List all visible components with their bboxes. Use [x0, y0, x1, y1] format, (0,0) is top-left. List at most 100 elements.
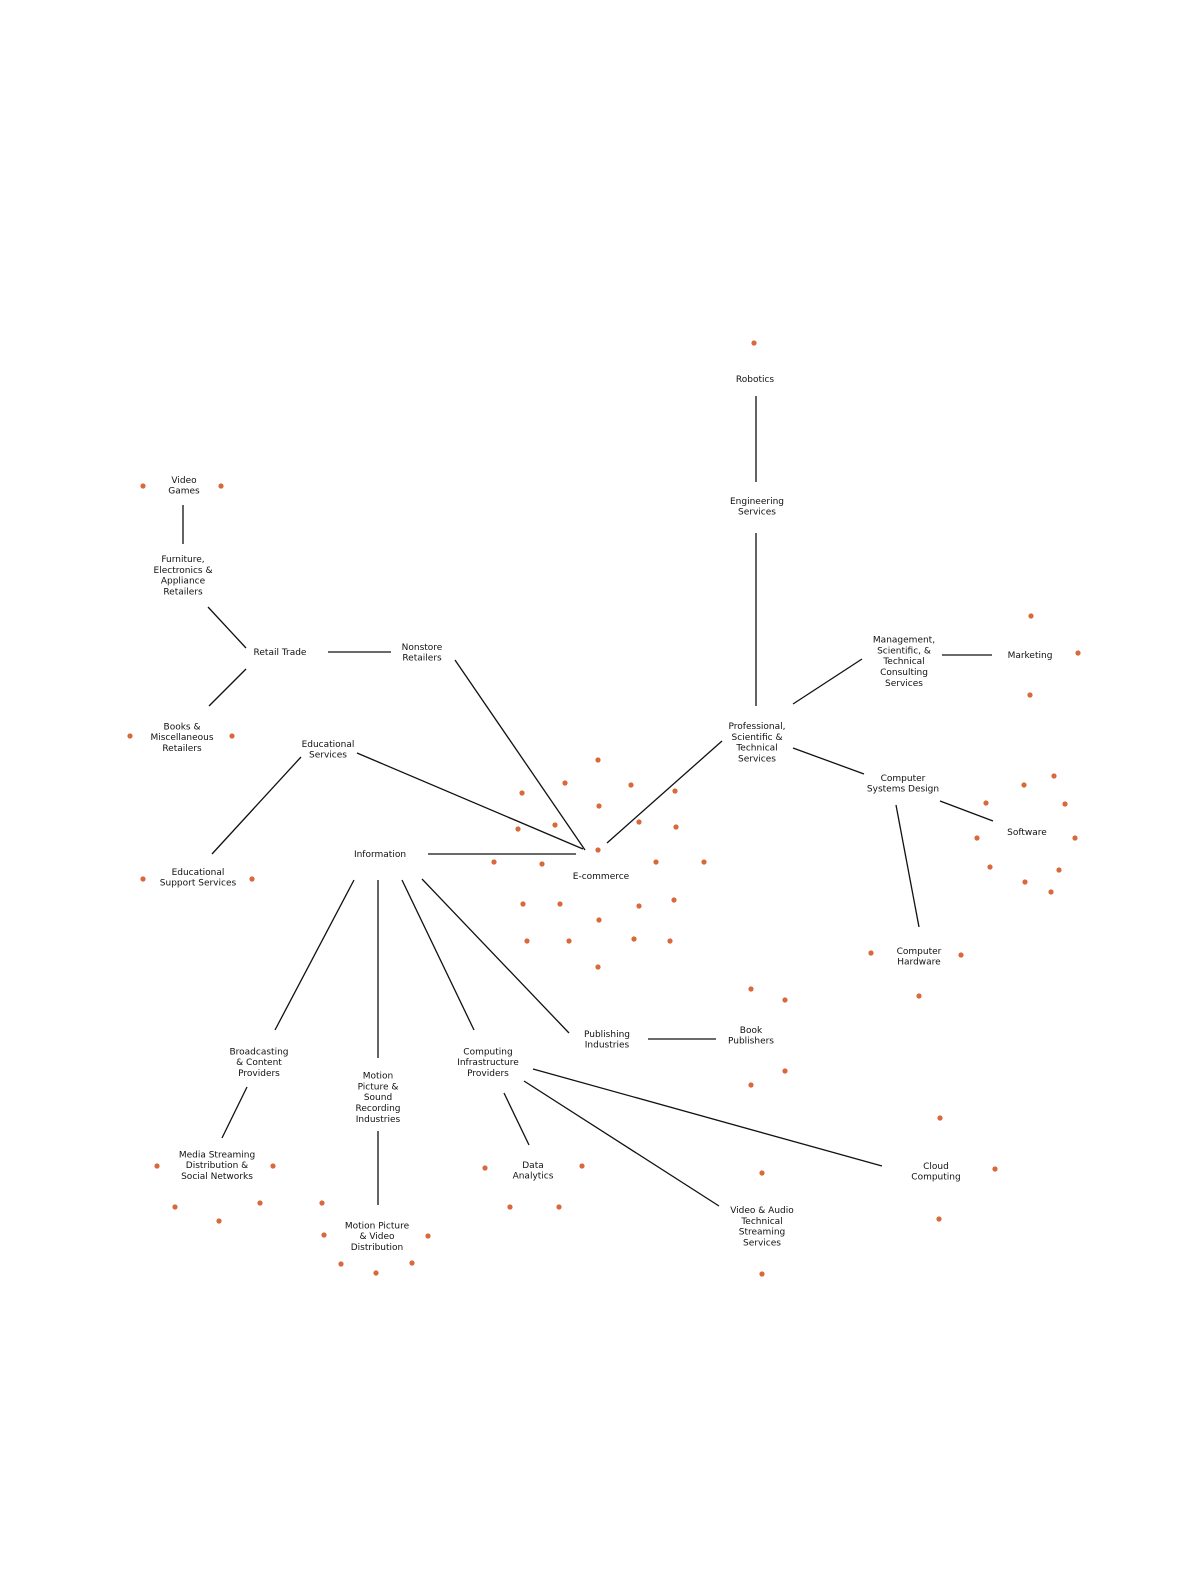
edge-computing-infrastructure-to-cloud-computing [532, 1068, 883, 1167]
node-label-line: Broadcasting [229, 1047, 288, 1057]
marker-dot [701, 859, 707, 865]
node-label-line: Professional, [729, 722, 786, 732]
node-software: Software [1007, 828, 1047, 838]
node-label-line: Retailers [163, 587, 203, 597]
node-label-line: Services [309, 751, 347, 761]
marker-dot [409, 1260, 415, 1266]
marker-dot [539, 861, 545, 867]
marker-dot [628, 782, 634, 788]
marker-dot [1027, 692, 1033, 698]
edge-educational-services-to-ecommerce [356, 752, 584, 850]
node-label-line: Analytics [513, 1172, 554, 1182]
node-label-line: Services [743, 1238, 781, 1248]
node-label-line: Consulting [880, 668, 928, 678]
marker-dot [987, 864, 993, 870]
marker-dot [556, 1204, 562, 1210]
node-label-line: Picture & [358, 1082, 399, 1092]
marker-dot [579, 1163, 585, 1169]
node-label-line: Marketing [1008, 651, 1053, 661]
node-label-line: & Content [236, 1058, 282, 1068]
marker-dot [319, 1200, 325, 1206]
marker-dot [566, 938, 572, 944]
edge-computer-systems-design-to-software [939, 800, 994, 822]
marker-dot [321, 1232, 327, 1238]
edge-computing-infrastructure-to-video-audio-streaming [523, 1080, 720, 1207]
marker-dot [482, 1165, 488, 1171]
marker-dot [958, 952, 964, 958]
node-marketing: Marketing [1008, 651, 1053, 661]
node-label-line: Services [738, 754, 776, 764]
marker-dot [751, 340, 757, 346]
node-label-line: Streaming [739, 1228, 785, 1238]
node-robotics: Robotics [736, 375, 775, 385]
marker-dot [1048, 889, 1054, 895]
marker-dot [1028, 613, 1034, 619]
marker-dot [524, 938, 530, 944]
node-label-line: Books & [164, 722, 201, 732]
marker-dot [520, 901, 526, 907]
node-label-line: Games [168, 487, 200, 497]
node-label-line: Educational [302, 740, 355, 750]
node-label-line: Management, [873, 636, 935, 646]
marker-dot [1056, 867, 1062, 873]
marker-dot [515, 826, 521, 832]
marker-dot [673, 824, 679, 830]
marker-dot [974, 835, 980, 841]
edge-information-to-computing-infrastructure [401, 879, 475, 1031]
node-label-line: Motion Picture [345, 1221, 410, 1231]
marker-dot [519, 790, 525, 796]
marker-dot [218, 483, 224, 489]
marker-dot [216, 1218, 222, 1224]
node-label-line: Publishing [584, 1030, 630, 1040]
edge-broadcasting-to-media-streaming [221, 1086, 248, 1139]
marker-dot [631, 936, 637, 942]
marker-dot [1021, 782, 1027, 788]
edges-layer [182, 396, 994, 1207]
marker-dot [1051, 773, 1057, 779]
marker-dot [270, 1163, 276, 1169]
marker-dot [936, 1216, 942, 1222]
marker-dot [127, 733, 133, 739]
node-label-line: Video [171, 476, 197, 486]
node-label-line: Miscellaneous [150, 733, 213, 743]
node-label-line: Cloud [923, 1162, 949, 1172]
node-label-line: Hardware [897, 958, 941, 968]
marker-dot [249, 876, 255, 882]
node-label-line: Social Networks [181, 1172, 253, 1182]
marker-dot [595, 964, 601, 970]
marker-dot [595, 757, 601, 763]
node-label-line: Media Streaming [179, 1150, 255, 1160]
marker-dot [782, 997, 788, 1003]
marker-dot [596, 917, 602, 923]
marker-dot [1062, 801, 1068, 807]
marker-dot [154, 1163, 160, 1169]
node-label-line: Computer [881, 774, 926, 784]
marker-dot [140, 483, 146, 489]
node-label-line: Nonstore [402, 643, 443, 653]
marker-dot [257, 1200, 263, 1206]
edge-professional-services-to-computer-systems-design [792, 747, 865, 775]
marker-dot [1022, 879, 1028, 885]
marker-dot [595, 847, 601, 853]
edge-furniture-retailers-to-retail-trade [207, 606, 247, 649]
marker-dot [868, 950, 874, 956]
node-label-line: Technical [882, 657, 924, 667]
node-label-line: Furniture, [161, 555, 204, 565]
node-label-line: Technical [740, 1217, 782, 1227]
